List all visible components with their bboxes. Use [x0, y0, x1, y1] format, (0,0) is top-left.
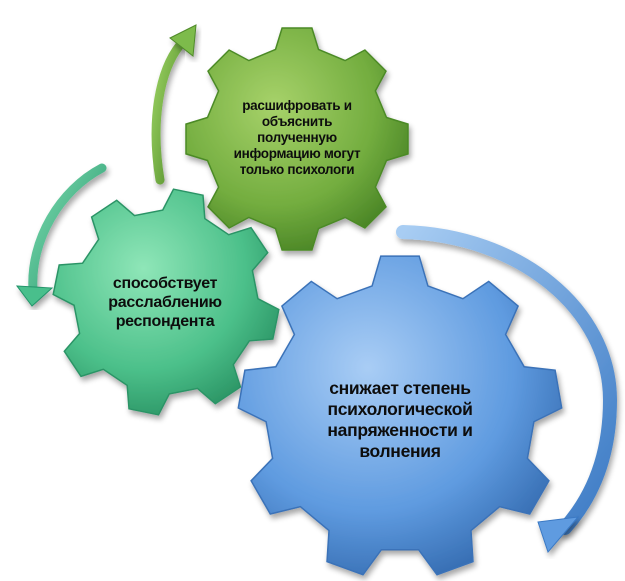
green-gear-line: расшифровать и [242, 98, 352, 113]
teal-gear-line: респондента [115, 312, 215, 330]
green-gear-label: расшифровать и объяснить полученную инфо… [222, 88, 372, 188]
green-gear-line: информацию могут [233, 146, 361, 161]
teal-gear-line: расслаблению [108, 293, 222, 311]
teal-arrowhead [15, 285, 54, 307]
teal-gear [52, 188, 280, 416]
teal-gear-line: способствует [112, 274, 218, 292]
green-gear-line: полученную [257, 130, 337, 145]
green-gear-line: только психологи [239, 162, 355, 177]
green-gear-line: объяснить [261, 114, 333, 129]
blue-gear-line: психологической [327, 399, 473, 419]
blue-gear [237, 255, 563, 576]
green-arrowhead [169, 24, 197, 57]
teal-gear-label: способствует расслаблению респондента [90, 262, 240, 342]
blue-gear-line: снижает степень [329, 378, 471, 398]
blue-arrowhead [537, 516, 580, 553]
blue-cycle-arrow [396, 225, 618, 535]
blue-gear-label: снижает степень психологической напряжен… [305, 365, 495, 475]
blue-gear-line: волнения [359, 441, 441, 461]
blue-gear-line: напряженности и [327, 420, 473, 440]
green-cycle-arrow [151, 40, 185, 185]
teal-cycle-arrow [28, 163, 107, 295]
green-gear [185, 27, 409, 251]
